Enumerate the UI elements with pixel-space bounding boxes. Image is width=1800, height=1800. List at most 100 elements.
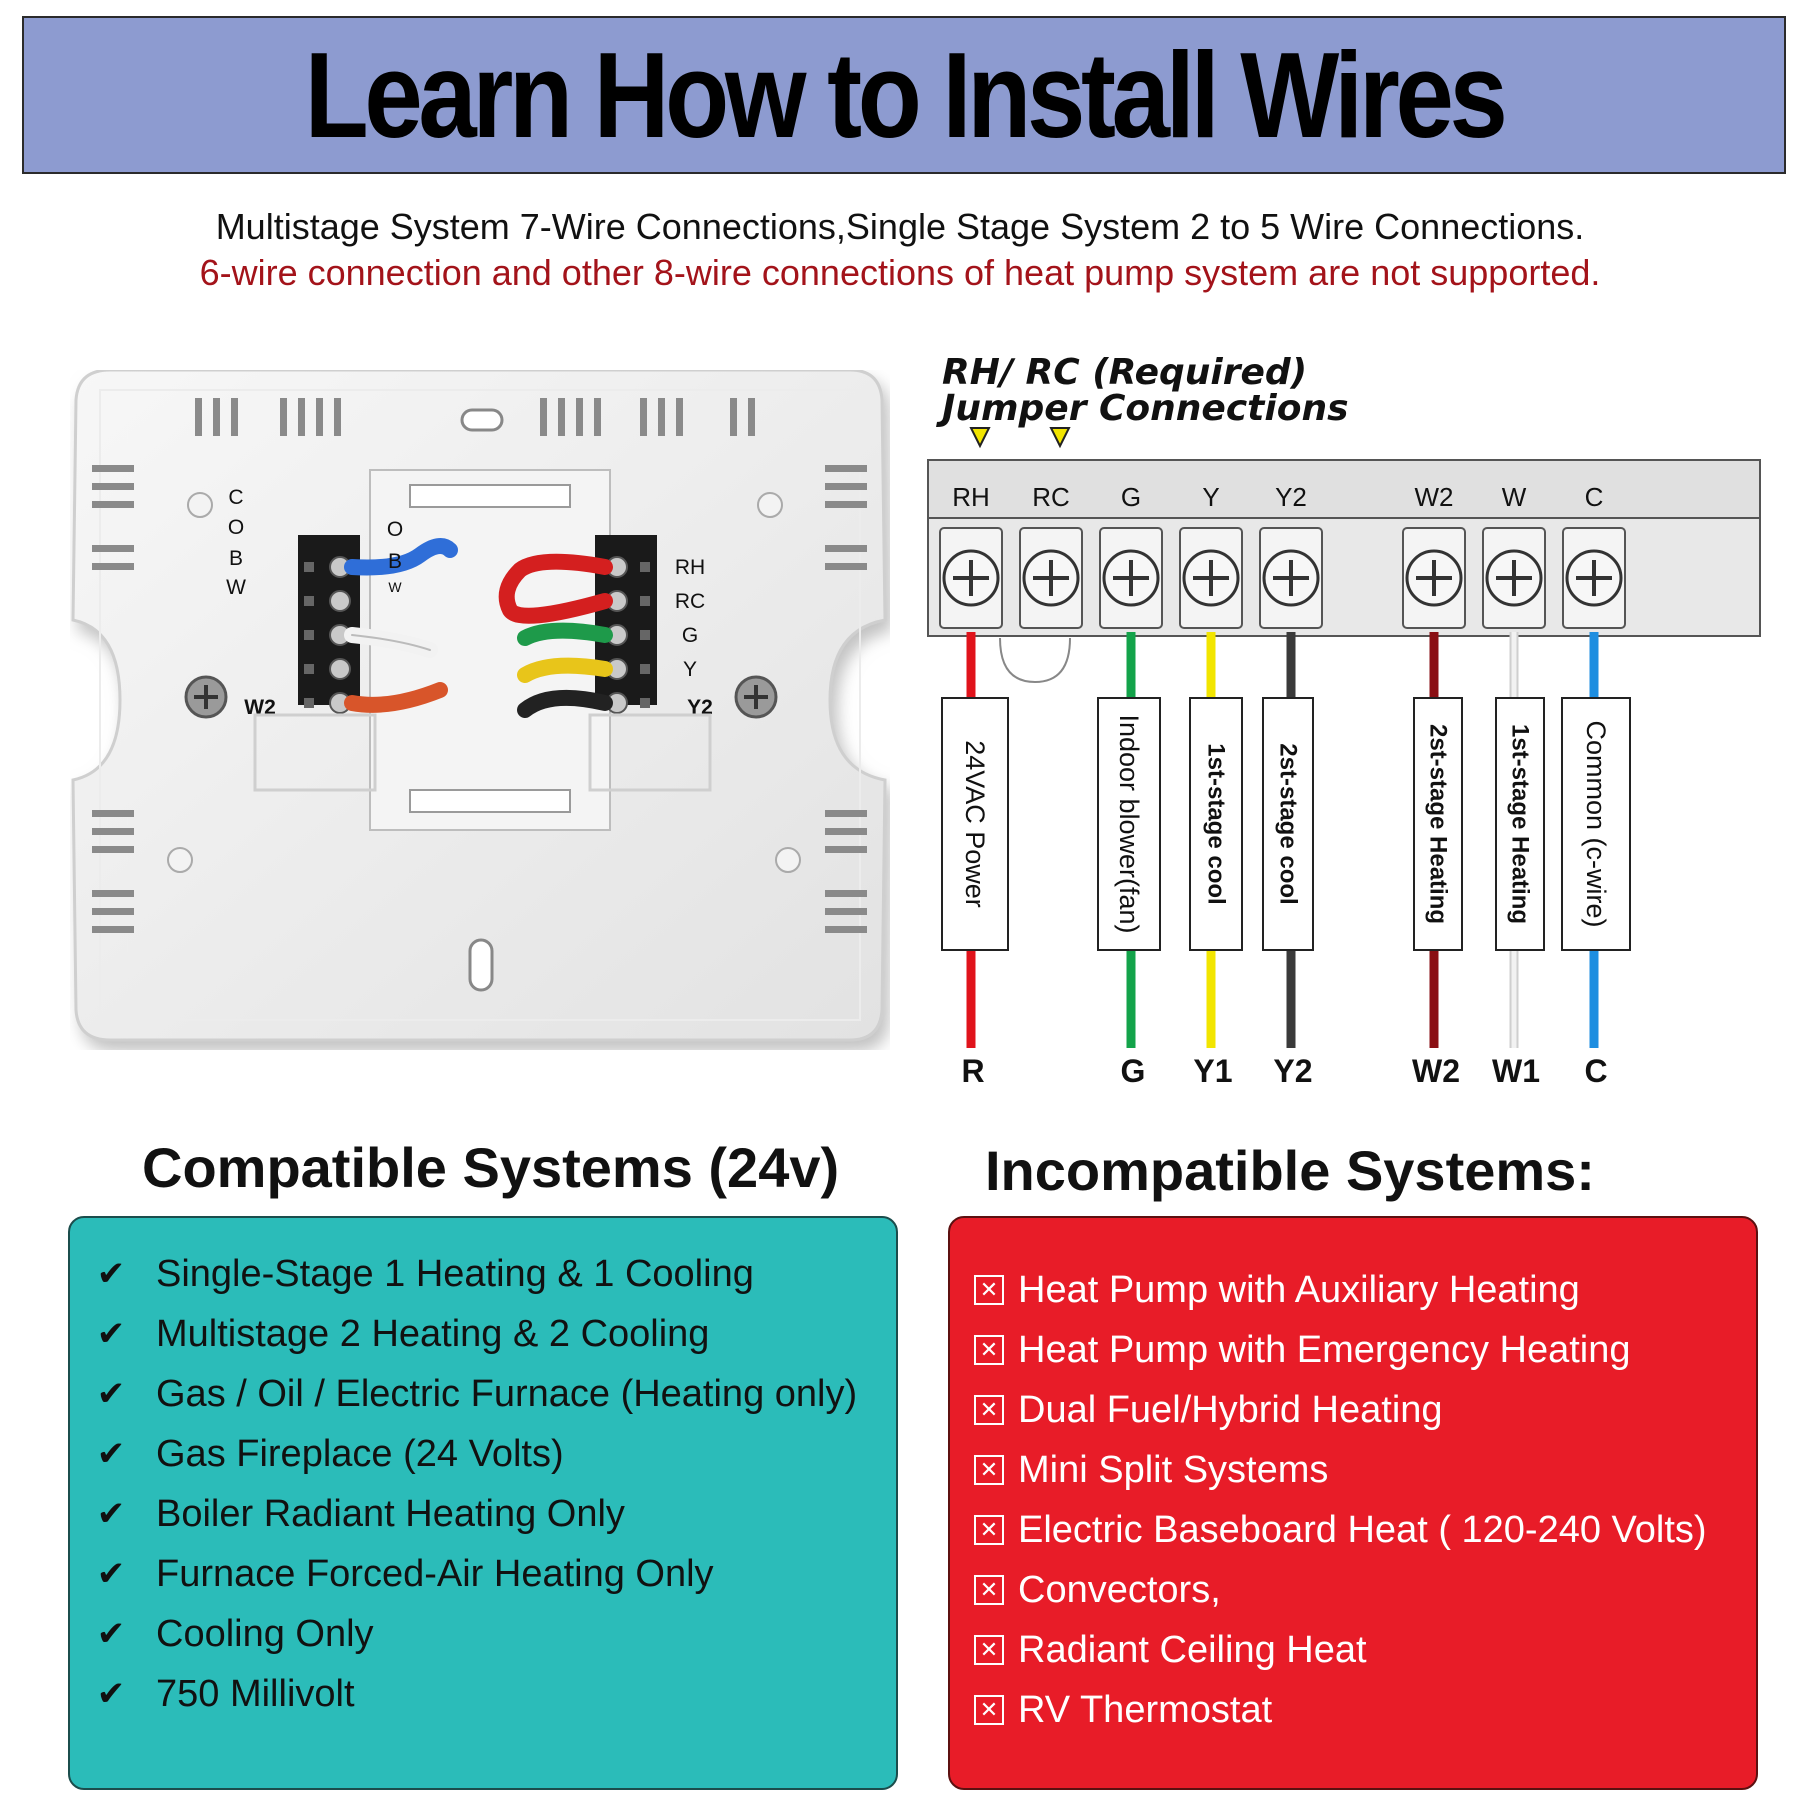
list-item-text: Mini Split Systems — [1018, 1449, 1329, 1491]
function-label: 2st-stage cool — [1275, 743, 1302, 904]
terminal-top-label: W — [1502, 482, 1527, 512]
plate-label-w: W — [226, 576, 246, 599]
function-label-box — [941, 697, 1009, 951]
check-icon: ✔ — [96, 1615, 126, 1653]
function-label: 1st-stage cool — [1203, 743, 1230, 904]
x-box-icon: ✕ — [974, 1395, 1004, 1425]
list-item: ✔ Boiler Radiant Heating Only — [92, 1484, 857, 1544]
check-icon: ✔ — [96, 1255, 126, 1293]
terminal-bottom-label: W2 — [1412, 1053, 1460, 1089]
list-item-text: Furnace Forced-Air Heating Only — [156, 1553, 714, 1595]
compatible-systems-box: ✔ Single-Stage 1 Heating & 1 Cooling ✔ Mult… — [68, 1216, 898, 1790]
jumper-note-line-1: RH/ RC (Required) — [942, 352, 1308, 393]
function-label: Indoor blower(fan) — [1114, 714, 1144, 933]
list-item: ✕ Radiant Ceiling Heat — [974, 1620, 1707, 1680]
jumper-note-line-2: Jumper Connections — [942, 388, 1349, 429]
jumper-wire — [997, 637, 1073, 686]
list-item-text: Single-Stage 1 Heating & 1 Cooling — [156, 1253, 754, 1295]
list-item: ✔ Cooling Only — [92, 1604, 857, 1664]
terminal-top-label: C — [1585, 482, 1604, 512]
check-icon: ✔ — [96, 1435, 126, 1473]
function-label-box — [1495, 697, 1545, 951]
incompatible-heading: Incompatible Systems: — [985, 1139, 1595, 1202]
terminal-bottom-label: C — [1584, 1053, 1607, 1089]
subtitle-warning: 6-wire connection and other 8-wire conne… — [199, 252, 1601, 293]
list-item-text: Radiant Ceiling Heat — [1018, 1629, 1367, 1671]
x-box-icon: ✕ — [974, 1515, 1004, 1545]
list-item-text: Convectors, — [1018, 1569, 1221, 1611]
check-icon: ✔ — [96, 1555, 126, 1593]
plate-label-y2: Y2 — [687, 696, 713, 719]
terminal-c: C Common (c-wire) C — [1561, 482, 1631, 1089]
list-item-text: RV Thermostat — [1018, 1689, 1273, 1731]
vent-slots-top — [195, 398, 755, 436]
terminal-bottom-label: Y2 — [1273, 1053, 1312, 1089]
list-item-text: Heat Pump with Emergency Heating — [1018, 1329, 1631, 1371]
bottom-mount-slot — [468, 938, 494, 992]
down-arrow-icon — [969, 427, 991, 449]
terminal-top-label: RC — [1032, 482, 1070, 512]
list-item-text: Heat Pump with Auxiliary Heating — [1018, 1269, 1580, 1311]
list-item: ✔750 Millivolt — [92, 1664, 857, 1724]
list-item-text: Multistage 2 Heating & 2 Cooling — [156, 1313, 710, 1355]
function-label-box — [1561, 697, 1631, 951]
terminal-bottom-label: Y1 — [1193, 1053, 1232, 1089]
plate-label-b: B — [229, 547, 243, 570]
plate-inner-label-o: O — [387, 518, 403, 541]
list-item: ✕ Electric Baseboard Heat ( 120-240 Volts… — [974, 1500, 1707, 1560]
list-item-text: Electric Baseboard Heat ( 120-240 Volts) — [1018, 1509, 1707, 1551]
check-icon: ✔ — [96, 1315, 126, 1353]
x-box-icon: ✕ — [974, 1455, 1004, 1485]
function-label: 24VAC Power — [960, 740, 990, 908]
check-icon: ✔ — [96, 1495, 126, 1533]
function-label: 1st-stage Heating — [1507, 724, 1534, 924]
page-title: Learn How to Install Wires — [304, 27, 1507, 163]
check-icon: ✔ — [96, 1375, 126, 1413]
function-label: Common (c-wire) — [1581, 720, 1611, 927]
vent-slots-sides — [92, 465, 867, 933]
plate-label-o: O — [228, 516, 244, 539]
list-item: ✔Gas Fireplace (24 Volts) — [92, 1424, 857, 1484]
incompatible-list: ✕ Heat Pump with Auxiliary Heating ✕ Heat P… — [974, 1260, 1707, 1740]
terminal-bottom-label: G — [1121, 1053, 1146, 1089]
list-item-text: Cooling Only — [156, 1613, 374, 1655]
terminal-top-label: W2 — [1415, 482, 1454, 512]
compatible-heading: Compatible Systems (24v) — [142, 1136, 840, 1199]
list-item: ✕Convectors, — [974, 1560, 1707, 1620]
terminal-top-label: RH — [952, 482, 990, 512]
list-item: ✔ Multistage 2 Heating & 2 Cooling — [92, 1304, 857, 1364]
x-box-icon: ✕ — [974, 1275, 1004, 1305]
plate-label-rc: RC — [675, 590, 705, 613]
x-box-icon: ✕ — [974, 1695, 1004, 1725]
list-item: ✔ Single-Stage 1 Heating & 1 Cooling — [92, 1244, 857, 1304]
wall-plate-illustration: C O B W W2 O B W RH RC G Y Y2 — [71, 370, 887, 1042]
plate-inner-label-b: B — [388, 550, 402, 573]
plate-label-c: C — [228, 486, 243, 509]
list-item: ✕ Mini Split Systems — [974, 1440, 1707, 1500]
jumper-arrows — [969, 427, 1071, 449]
down-arrow-icon — [1049, 427, 1071, 449]
list-item: ✔ Furnace Forced-Air Heating Only — [92, 1544, 857, 1604]
list-item-text: Boiler Radiant Heating Only — [156, 1493, 625, 1535]
terminal-block-left — [298, 535, 360, 714]
list-item-text: Gas / Oil / Electric Furnace (Heating on… — [156, 1373, 858, 1415]
function-label-box — [1413, 697, 1463, 951]
function-label-box — [1189, 697, 1243, 951]
mount-screw-right — [734, 675, 778, 719]
compatible-list: ✔ Single-Stage 1 Heating & 1 Cooling ✔ Mult… — [92, 1244, 857, 1724]
list-item: ✔ Gas / Oil / Electric Furnace (Heating o… — [92, 1364, 857, 1424]
connected-wires — [344, 538, 613, 718]
subtitle-line-1: Multistage System 7-Wire Connections,Sin… — [215, 206, 1585, 247]
list-item: ✕Dual Fuel/Hybrid Heating — [974, 1380, 1707, 1440]
list-item: ✕ RV Thermostat — [974, 1680, 1707, 1740]
title-banner: Learn How to Install Wires — [22, 16, 1786, 174]
x-box-icon: ✕ — [974, 1635, 1004, 1665]
plate-label-rh: RH — [675, 556, 705, 579]
